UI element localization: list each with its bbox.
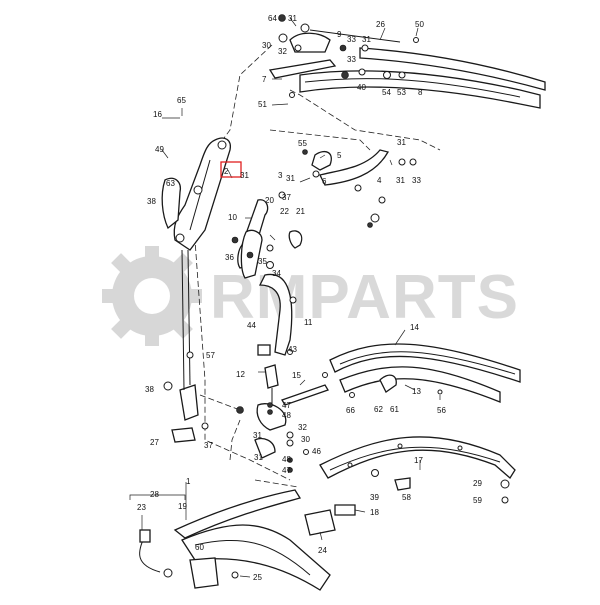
hardware-top <box>278 14 419 79</box>
callout-48: 48 <box>282 411 291 420</box>
callout-28: 28 <box>150 490 159 499</box>
callout-16: 16 <box>153 110 162 119</box>
callout-29: 29 <box>473 479 482 488</box>
callout-9: 9 <box>337 30 342 39</box>
callout-31: 31 <box>254 453 263 462</box>
callout-66: 66 <box>346 406 355 415</box>
callout-48: 48 <box>282 455 291 464</box>
callout-21: 21 <box>296 207 305 216</box>
callout-5: 5 <box>337 151 342 160</box>
callout-6: 6 <box>322 177 327 186</box>
callout-51: 51 <box>258 100 267 109</box>
callout-22: 22 <box>280 207 289 216</box>
callout-63: 63 <box>166 179 175 188</box>
callout-53: 53 <box>397 88 406 97</box>
callout-32: 32 <box>278 47 287 56</box>
callout-64: 64 <box>268 14 277 23</box>
hinge-linkage <box>231 191 303 356</box>
roof-bow-upper <box>268 23 546 109</box>
callout-12: 12 <box>236 370 245 379</box>
lower-frame <box>319 436 516 504</box>
callout-15: 15 <box>292 371 301 380</box>
callout-31: 31 <box>397 138 406 147</box>
callout-30: 30 <box>301 435 310 444</box>
callout-30: 30 <box>262 41 271 50</box>
callout-50: 50 <box>415 20 424 29</box>
callout-27: 27 <box>150 438 159 447</box>
callout-34: 34 <box>272 269 281 278</box>
main-hinge-arm <box>161 137 231 251</box>
callout-38: 38 <box>145 385 154 394</box>
callout-33: 33 <box>347 35 356 44</box>
callout-58: 58 <box>402 493 411 502</box>
watermark: RMPARTS <box>102 246 519 346</box>
callout-31: 31 <box>253 431 262 440</box>
callout-38: 38 <box>147 197 156 206</box>
callout-59: 59 <box>473 496 482 505</box>
watermark-text: RMPARTS <box>210 263 519 332</box>
callout-40: 40 <box>357 83 366 92</box>
callout-37: 37 <box>282 193 291 202</box>
callout-10: 10 <box>228 213 237 222</box>
callout-61: 61 <box>390 405 399 414</box>
callout-39: 39 <box>370 493 379 502</box>
center-strut <box>254 344 329 473</box>
callout-31: 31 <box>362 35 371 44</box>
lower-mount <box>163 249 244 443</box>
side-rail <box>329 343 521 403</box>
callout-60: 60 <box>195 543 204 552</box>
callout-24: 24 <box>318 546 327 555</box>
callout-23: 23 <box>137 503 146 512</box>
callout-19: 19 <box>178 502 187 511</box>
callout-36: 36 <box>225 253 234 262</box>
callout-4: 4 <box>377 176 382 185</box>
upper-hinge <box>302 149 417 228</box>
callout-13: 13 <box>412 387 421 396</box>
callout-17: 17 <box>414 456 423 465</box>
callout-20: 20 <box>265 196 274 205</box>
callout-33: 33 <box>412 176 421 185</box>
callout-1: 1 <box>186 477 191 486</box>
callout-2: 2 <box>224 167 229 176</box>
callout-57: 57 <box>206 351 215 360</box>
callout-65: 65 <box>177 96 186 105</box>
callout-33: 33 <box>347 55 356 64</box>
callout-32: 32 <box>298 423 307 432</box>
callout-46: 46 <box>312 447 321 456</box>
callout-35: 35 <box>258 257 267 266</box>
callout-14: 14 <box>410 323 419 332</box>
callout-31: 31 <box>396 176 405 185</box>
callout-47: 47 <box>282 401 291 410</box>
callout-3: 3 <box>278 171 283 180</box>
callout-31: 31 <box>240 171 249 180</box>
callout-55: 55 <box>298 139 307 148</box>
gear-logo-icon <box>102 246 202 346</box>
callout-25: 25 <box>253 573 262 582</box>
callout-31: 31 <box>286 174 295 183</box>
callout-18: 18 <box>370 508 379 517</box>
callout-7: 7 <box>262 75 267 84</box>
callout-37: 37 <box>204 441 213 450</box>
callout-47: 47 <box>282 466 291 475</box>
callout-43: 43 <box>288 345 297 354</box>
leader-lines <box>129 17 441 578</box>
callout-8: 8 <box>418 88 423 97</box>
callout-62: 62 <box>374 405 383 414</box>
callout-26: 26 <box>376 20 385 29</box>
callout-11: 11 <box>304 318 313 327</box>
callout-56: 56 <box>437 406 446 415</box>
callout-44: 44 <box>247 321 256 330</box>
callout-31: 31 <box>288 14 297 23</box>
callout-49: 49 <box>155 145 164 154</box>
callout-54: 54 <box>382 88 391 97</box>
windshield-frame <box>139 489 356 591</box>
selected-part-highlight <box>220 161 242 178</box>
